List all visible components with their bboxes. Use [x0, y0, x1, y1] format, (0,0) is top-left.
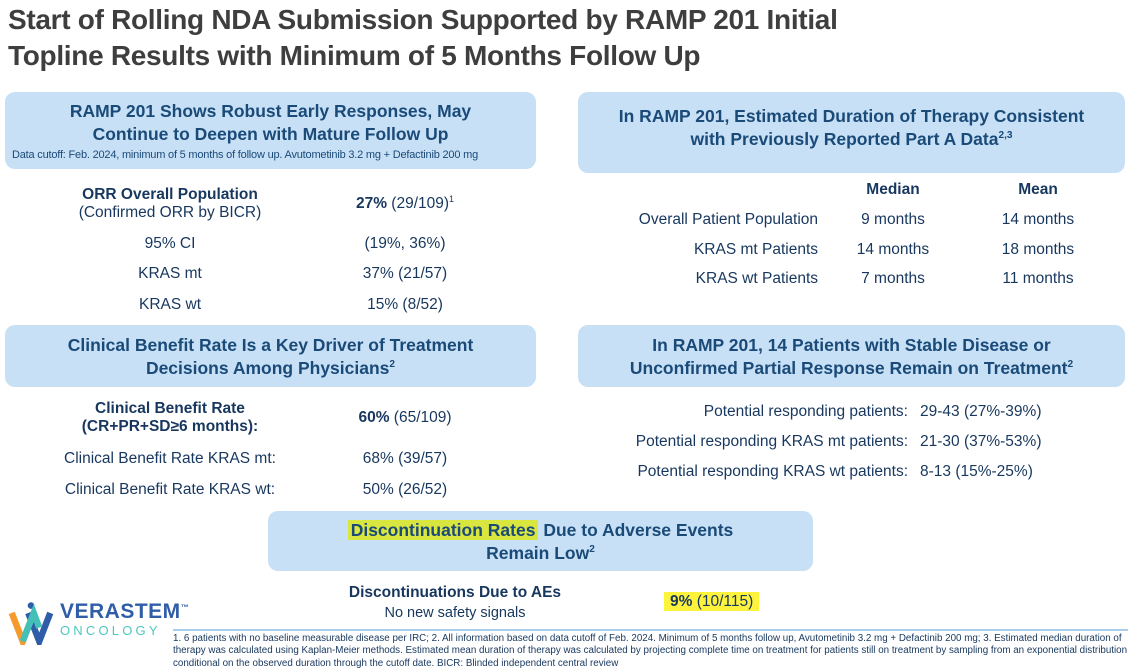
krasmt-row-value: 37% (21/57) — [362, 265, 448, 283]
remain-row-value: 29-43 (27%-39%) — [920, 403, 1042, 420]
discontinuation-value-rest: (10/115) — [692, 593, 754, 610]
duration-row-median: 7 months — [861, 270, 925, 288]
cbr-krasmt-value: 68% (39/57) — [362, 449, 448, 467]
panel-orr-subnote: Data cutoff: Feb. 2024, minimum of 5 mon… — [12, 148, 478, 161]
orr-table: ORR Overall Population (Confirmed ORR by… — [5, 186, 536, 314]
panel-remain-heading-line2: Unconfirmed Partial Response Remain on T… — [629, 357, 1068, 378]
panel-cbr-heading-line2: Decisions Among Physicians — [145, 357, 390, 378]
panel-remain-footref: 2 — [1067, 358, 1074, 370]
remain-row-label: Potential responding patients: — [703, 403, 908, 420]
panel-discontinuation-heading-rest: Due to Adverse Events — [538, 520, 734, 540]
discontinuation-value: 9% (10/115) — [664, 592, 760, 611]
verastem-logo-icon — [8, 601, 54, 651]
duration-row-mean: 11 months — [1002, 270, 1074, 288]
orr-row-value: 27% (29/109)1 — [335, 186, 475, 222]
cbr-value-bold: 60% — [358, 408, 390, 426]
cbr-label-main: Clinical Benefit Rate — [95, 400, 245, 417]
discontinuation-value-bold: 9% — [670, 593, 693, 610]
orr-value-footref: 1 — [449, 193, 455, 204]
panel-duration-heading-line2: with Previously Reported Part A Data — [690, 128, 999, 149]
orr-label-sub: (Confirmed ORR by BICR) — [78, 203, 262, 221]
kraswt-row-value: 15% (8/52) — [367, 296, 443, 314]
kraswt-row-label: KRAS wt — [138, 296, 201, 314]
cbr-kraswt-label: Clinical Benefit Rate KRAS wt: — [64, 481, 276, 499]
page-title: Start of Rolling NDA Submission Supporte… — [8, 2, 1126, 74]
panel-cbr-footref: 2 — [389, 358, 396, 370]
duration-row-median: 9 months — [861, 210, 925, 228]
panel-remain-header: In RAMP 201, 14 Patients with Stable Dis… — [578, 325, 1125, 387]
cbr-label-sub: (CR+PR+SD≥6 months): — [81, 417, 259, 435]
panel-discontinuation-heading: Discontinuation Rates Due to Adverse Eve… — [268, 519, 813, 565]
orr-row-label: ORR Overall Population (Confirmed ORR by… — [5, 186, 335, 222]
panel-duration-header: In RAMP 201, Estimated Duration of Thera… — [578, 92, 1125, 173]
panel-orr-header: RAMP 201 Shows Robust Early Responses, M… — [5, 92, 536, 169]
panel-cbr-heading-line1: Clinical Benefit Rate Is a Key Driver of… — [67, 335, 474, 355]
duration-row-label: KRAS wt Patients — [695, 270, 818, 288]
duration-row-label: KRAS mt Patients — [693, 240, 818, 258]
panel-orr-heading-line1: RAMP 201 Shows Robust Early Responses, M… — [69, 101, 472, 121]
logo-trademark: ™ — [180, 603, 190, 612]
duration-header-mean: Mean — [1018, 181, 1058, 198]
highlighted-value: 9% (10/115) — [664, 592, 760, 611]
duration-row-median: 14 months — [856, 240, 930, 258]
cbr-kraswt-value: 50% (26/52) — [362, 481, 448, 499]
discontinuation-label-sub: No new safety signals — [384, 605, 526, 621]
highlighted-text: Discontinuation Rates — [347, 520, 539, 540]
remain-row-value: 8-13 (15%-25%) — [920, 462, 1033, 480]
panel-cbr-header: Clinical Benefit Rate Is a Key Driver of… — [5, 325, 536, 387]
ci-row-value: (19%, 36%) — [364, 234, 446, 252]
duration-header-median: Median — [866, 181, 920, 198]
panel-discontinuation-heading-line2: Remain Low — [486, 542, 590, 563]
remain-row-label: Potential responding KRAS mt patients: — [635, 432, 908, 450]
duration-header-spacer — [578, 181, 818, 199]
discontinuation-label-main: Discontinuations Due to AEs — [348, 584, 562, 601]
remain-row-label: Potential responding KRAS wt patients: — [637, 462, 908, 480]
orr-value-rest: (29/109) — [386, 194, 450, 212]
panel-duration-heading: In RAMP 201, Estimated Duration of Thera… — [578, 105, 1125, 151]
page-title-line1: Start of Rolling NDA Submission Supporte… — [8, 4, 838, 35]
duration-row-label: Overall Patient Population — [638, 210, 818, 228]
logo-division-name: ONCOLOGY — [60, 623, 161, 638]
discontinuation-label: Discontinuations Due to AEs No new safet… — [290, 584, 620, 621]
panel-cbr-heading: Clinical Benefit Rate Is a Key Driver of… — [5, 334, 536, 380]
duration-row-mean: 14 months — [1001, 210, 1075, 228]
duration-table: Median Mean Overall Patient Population 9… — [578, 181, 1118, 288]
duration-row-mean: 18 months — [1001, 240, 1075, 258]
remain-table: Potential responding patients: 29-43 (27… — [578, 403, 1118, 480]
orr-label-main: ORR Overall Population — [82, 186, 258, 203]
verastem-logo: VERASTEM™ ONCOLOGY — [8, 601, 189, 651]
panel-duration-heading-line1: In RAMP 201, Estimated Duration of Thera… — [618, 106, 1085, 126]
cbr-table: Clinical Benefit Rate (CR+PR+SD≥6 months… — [5, 400, 536, 499]
panel-discontinuation-header: Discontinuation Rates Due to Adverse Eve… — [268, 511, 813, 571]
panel-discontinuation-footref: 2 — [589, 543, 595, 555]
orr-value-bold: 27% — [355, 194, 387, 212]
panel-orr-heading: RAMP 201 Shows Robust Early Responses, M… — [5, 100, 536, 146]
remain-row-value: 21-30 (37%-53%) — [920, 432, 1042, 450]
panel-remain-heading-line1: In RAMP 201, 14 Patients with Stable Dis… — [652, 335, 1051, 355]
page-title-line2: Topline Results with Minimum of 5 Months… — [8, 39, 701, 71]
verastem-logo-text: VERASTEM™ ONCOLOGY — [60, 601, 189, 637]
panel-remain-heading: In RAMP 201, 14 Patients with Stable Dis… — [578, 334, 1125, 380]
cbr-krasmt-label: Clinical Benefit Rate KRAS mt: — [64, 449, 276, 467]
panel-duration-footref: 2,3 — [998, 129, 1013, 141]
krasmt-row-label: KRAS mt — [138, 265, 202, 283]
cbr-value-rest: (65/109) — [389, 408, 452, 426]
cbr-row-value: 60% (65/109) — [335, 400, 475, 436]
ci-row-label: 95% CI — [144, 234, 196, 252]
footnotes: 1. 6 patients with no baseline measurabl… — [173, 629, 1128, 669]
panel-orr-heading-line2: Continue to Deepen with Mature Follow Up — [92, 123, 449, 144]
logo-brand-name: VERASTEM — [60, 600, 181, 623]
cbr-row-label: Clinical Benefit Rate (CR+PR+SD≥6 months… — [5, 400, 335, 436]
